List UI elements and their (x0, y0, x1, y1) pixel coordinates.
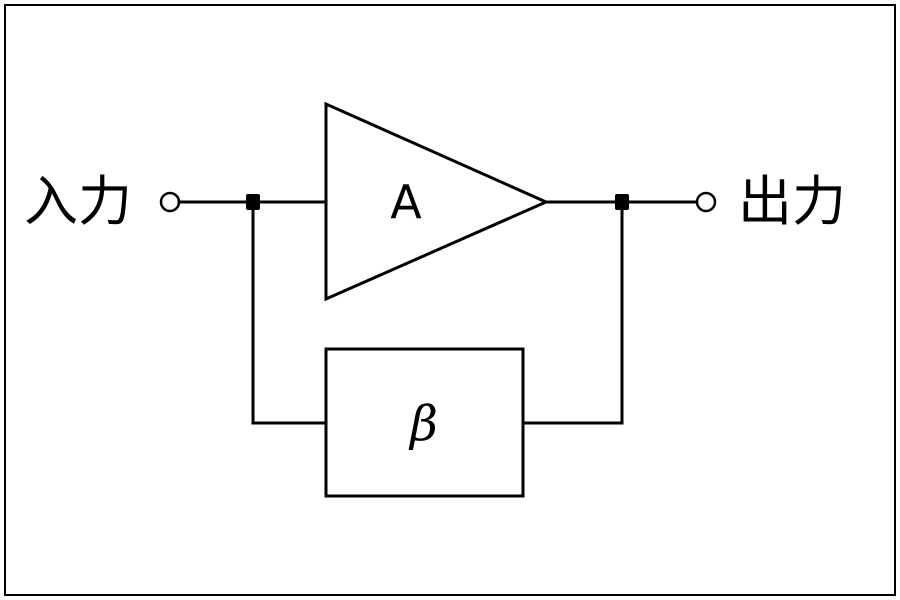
feedback-label: β (408, 396, 438, 452)
amplifier-label: A (390, 175, 422, 229)
amplifier-triangle (324, 101, 550, 302)
input-label: 入力 (24, 170, 132, 233)
feedback-wire-right (521, 200, 624, 425)
diagram-frame (4, 4, 896, 596)
feedback-wire-left (251, 200, 328, 425)
output-terminal (695, 191, 717, 213)
output-label: 出力 (738, 170, 846, 233)
input-terminal (159, 191, 181, 213)
feedback-block (324, 347, 525, 498)
